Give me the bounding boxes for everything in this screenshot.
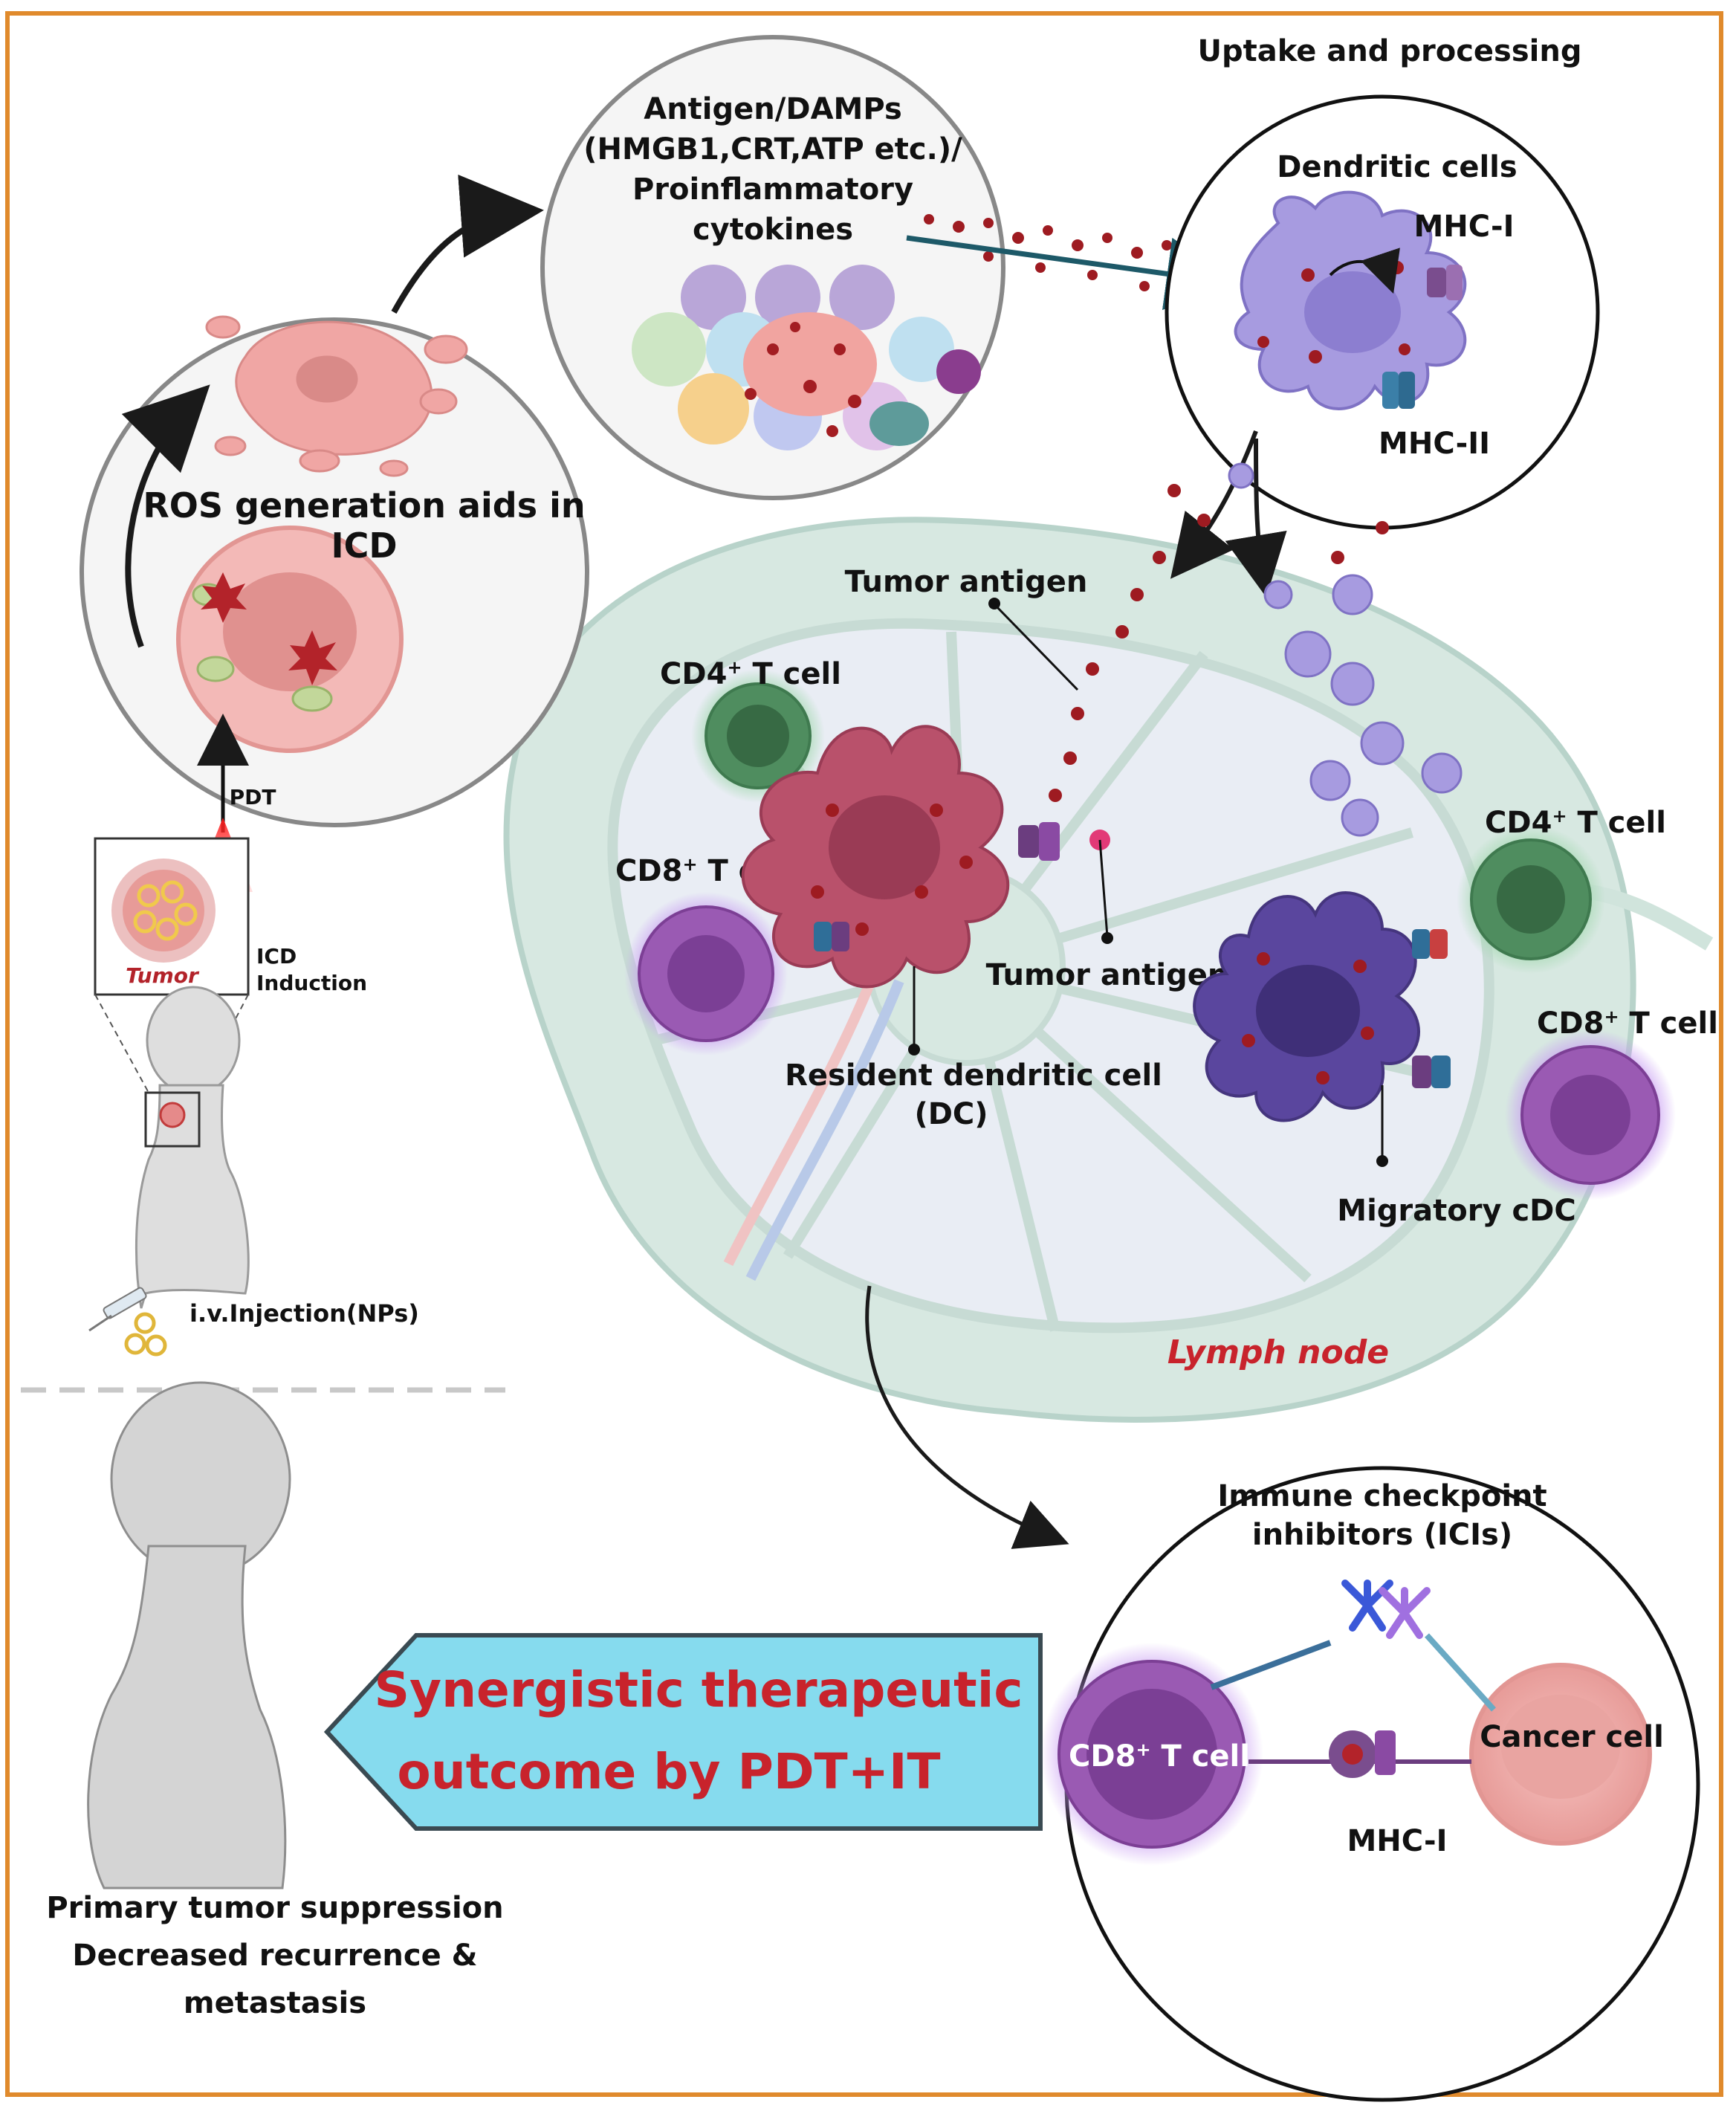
ici-label-line1: Immune checkpoint (1217, 1479, 1546, 1513)
antibody-purple-icon (1379, 1587, 1431, 1639)
tumor-label: Tumor (126, 963, 200, 988)
ros-label-line2: ICD (331, 526, 397, 566)
nanoparticles-icon (124, 1312, 167, 1357)
injection-label: i.v.Injection(NPs) (190, 1299, 419, 1328)
cd4-right-label: CD4+ T cell (1485, 806, 1666, 840)
inset-guide-left (94, 994, 149, 1093)
figure-border (5, 11, 1723, 2097)
antigen-label-line2: (HMGB1,CRT,ATP etc.)/ (583, 132, 962, 167)
outcome-line1: Primary tumor suppression (46, 1891, 503, 1925)
dying-tumor-cells (632, 265, 981, 450)
resident-dc-label-line2: (DC) (914, 1097, 988, 1131)
patient-large (87, 1381, 291, 1889)
mhc2-top-label: MHC-II (1379, 427, 1490, 461)
migrating-dcs (1228, 462, 1463, 837)
lymph-node-label: Lymph node (1167, 1333, 1389, 1371)
arrow-antigens-to-dc (906, 235, 1240, 310)
synergy-line2: outcome by PDT+IT (397, 1743, 940, 1800)
uptake-label: Uptake and processing (1198, 34, 1582, 68)
ros-circle: ROS generation aids in ICD (80, 315, 589, 827)
patient-small (135, 986, 250, 1309)
tumor-antigen-mid-label: Tumor antigen (986, 958, 1229, 992)
ici-label-line2: inhibitors (ICIs) (1252, 1518, 1512, 1552)
arrow-node-to-checkpoint (865, 1285, 1069, 1549)
pointer-dot-tumor-antigen-mid (1101, 932, 1113, 944)
pointer-tumor-antigen-top (994, 604, 1079, 691)
pointer-dot-resident-dc (908, 1044, 920, 1056)
cd8-bottom-label: CD8+ T cell (1069, 1739, 1250, 1774)
pointer-tumor-antigen-mid (1098, 839, 1109, 937)
dendritic-cells-label: Dendritic cells (1277, 150, 1517, 184)
icd-label-line1: ICD (256, 944, 297, 969)
syringe-icon (88, 1287, 147, 1332)
cd8-t-cell-right (1505, 1029, 1676, 1200)
cd4-t-cell-right (1457, 825, 1605, 974)
nanoparticles-inset (133, 880, 198, 941)
cd8-t-cell-left (624, 892, 788, 1056)
mhc1-top-label: MHC-I (1413, 210, 1514, 244)
icd-label-line2: Induction (256, 971, 367, 995)
arrow-dc-to-node-right (1225, 438, 1287, 598)
resident-dendritic-cell (741, 725, 1110, 989)
antigen-label-line1: Antigen/DAMPs (644, 92, 902, 126)
resident-dc-label-line1: Resident dendritic cell (785, 1058, 1162, 1093)
ros-label-line1: ROS generation aids in (143, 485, 585, 526)
cancer-cell-label: Cancer cell (1480, 1720, 1664, 1754)
mhc1-bottom-label: MHC-I (1347, 1824, 1447, 1858)
cd4-left-label: CD4+ T cell (660, 657, 841, 691)
dendritic-cell-circle: Dendritic cells MHC-I MHC-II (1165, 94, 1600, 530)
tumor-antigen-top-label: Tumor antigen (845, 565, 1088, 599)
migratory-cdc (1193, 891, 1451, 1122)
antigen-label-line3: Proinflammatory (632, 172, 913, 207)
pdt-label: PDT (230, 785, 276, 809)
cd8-right-label: CD8+ T cell (1537, 1006, 1718, 1041)
arrow-dc-to-node-left (1170, 430, 1258, 579)
antigen-stream (1049, 484, 1389, 802)
pointer-dot-tumor-antigen-top (988, 598, 1000, 610)
antigen-label-line4: cytokines (693, 213, 853, 247)
cd4-t-cell-left (691, 669, 825, 803)
migratory-cdc-label: Migratory cDC (1337, 1194, 1575, 1228)
checkpoint-circle: Immune checkpoint inhibitors (ICIs) CD8+… (1040, 1466, 1700, 2102)
synergy-line1: Synergistic therapeutic (375, 1661, 1023, 1719)
pointer-dot-migratory (1376, 1155, 1388, 1167)
outcome-line2: Decreased recurrence & (72, 1939, 477, 1973)
synergy-banner (323, 1633, 1043, 1831)
outcome-line3: metastasis (184, 1986, 366, 2020)
antigen-circle: Antigen/DAMPs (HMGB1,CRT,ATP etc.)/ Proi… (540, 35, 1005, 500)
arrow-ros-to-antigen (391, 174, 544, 314)
